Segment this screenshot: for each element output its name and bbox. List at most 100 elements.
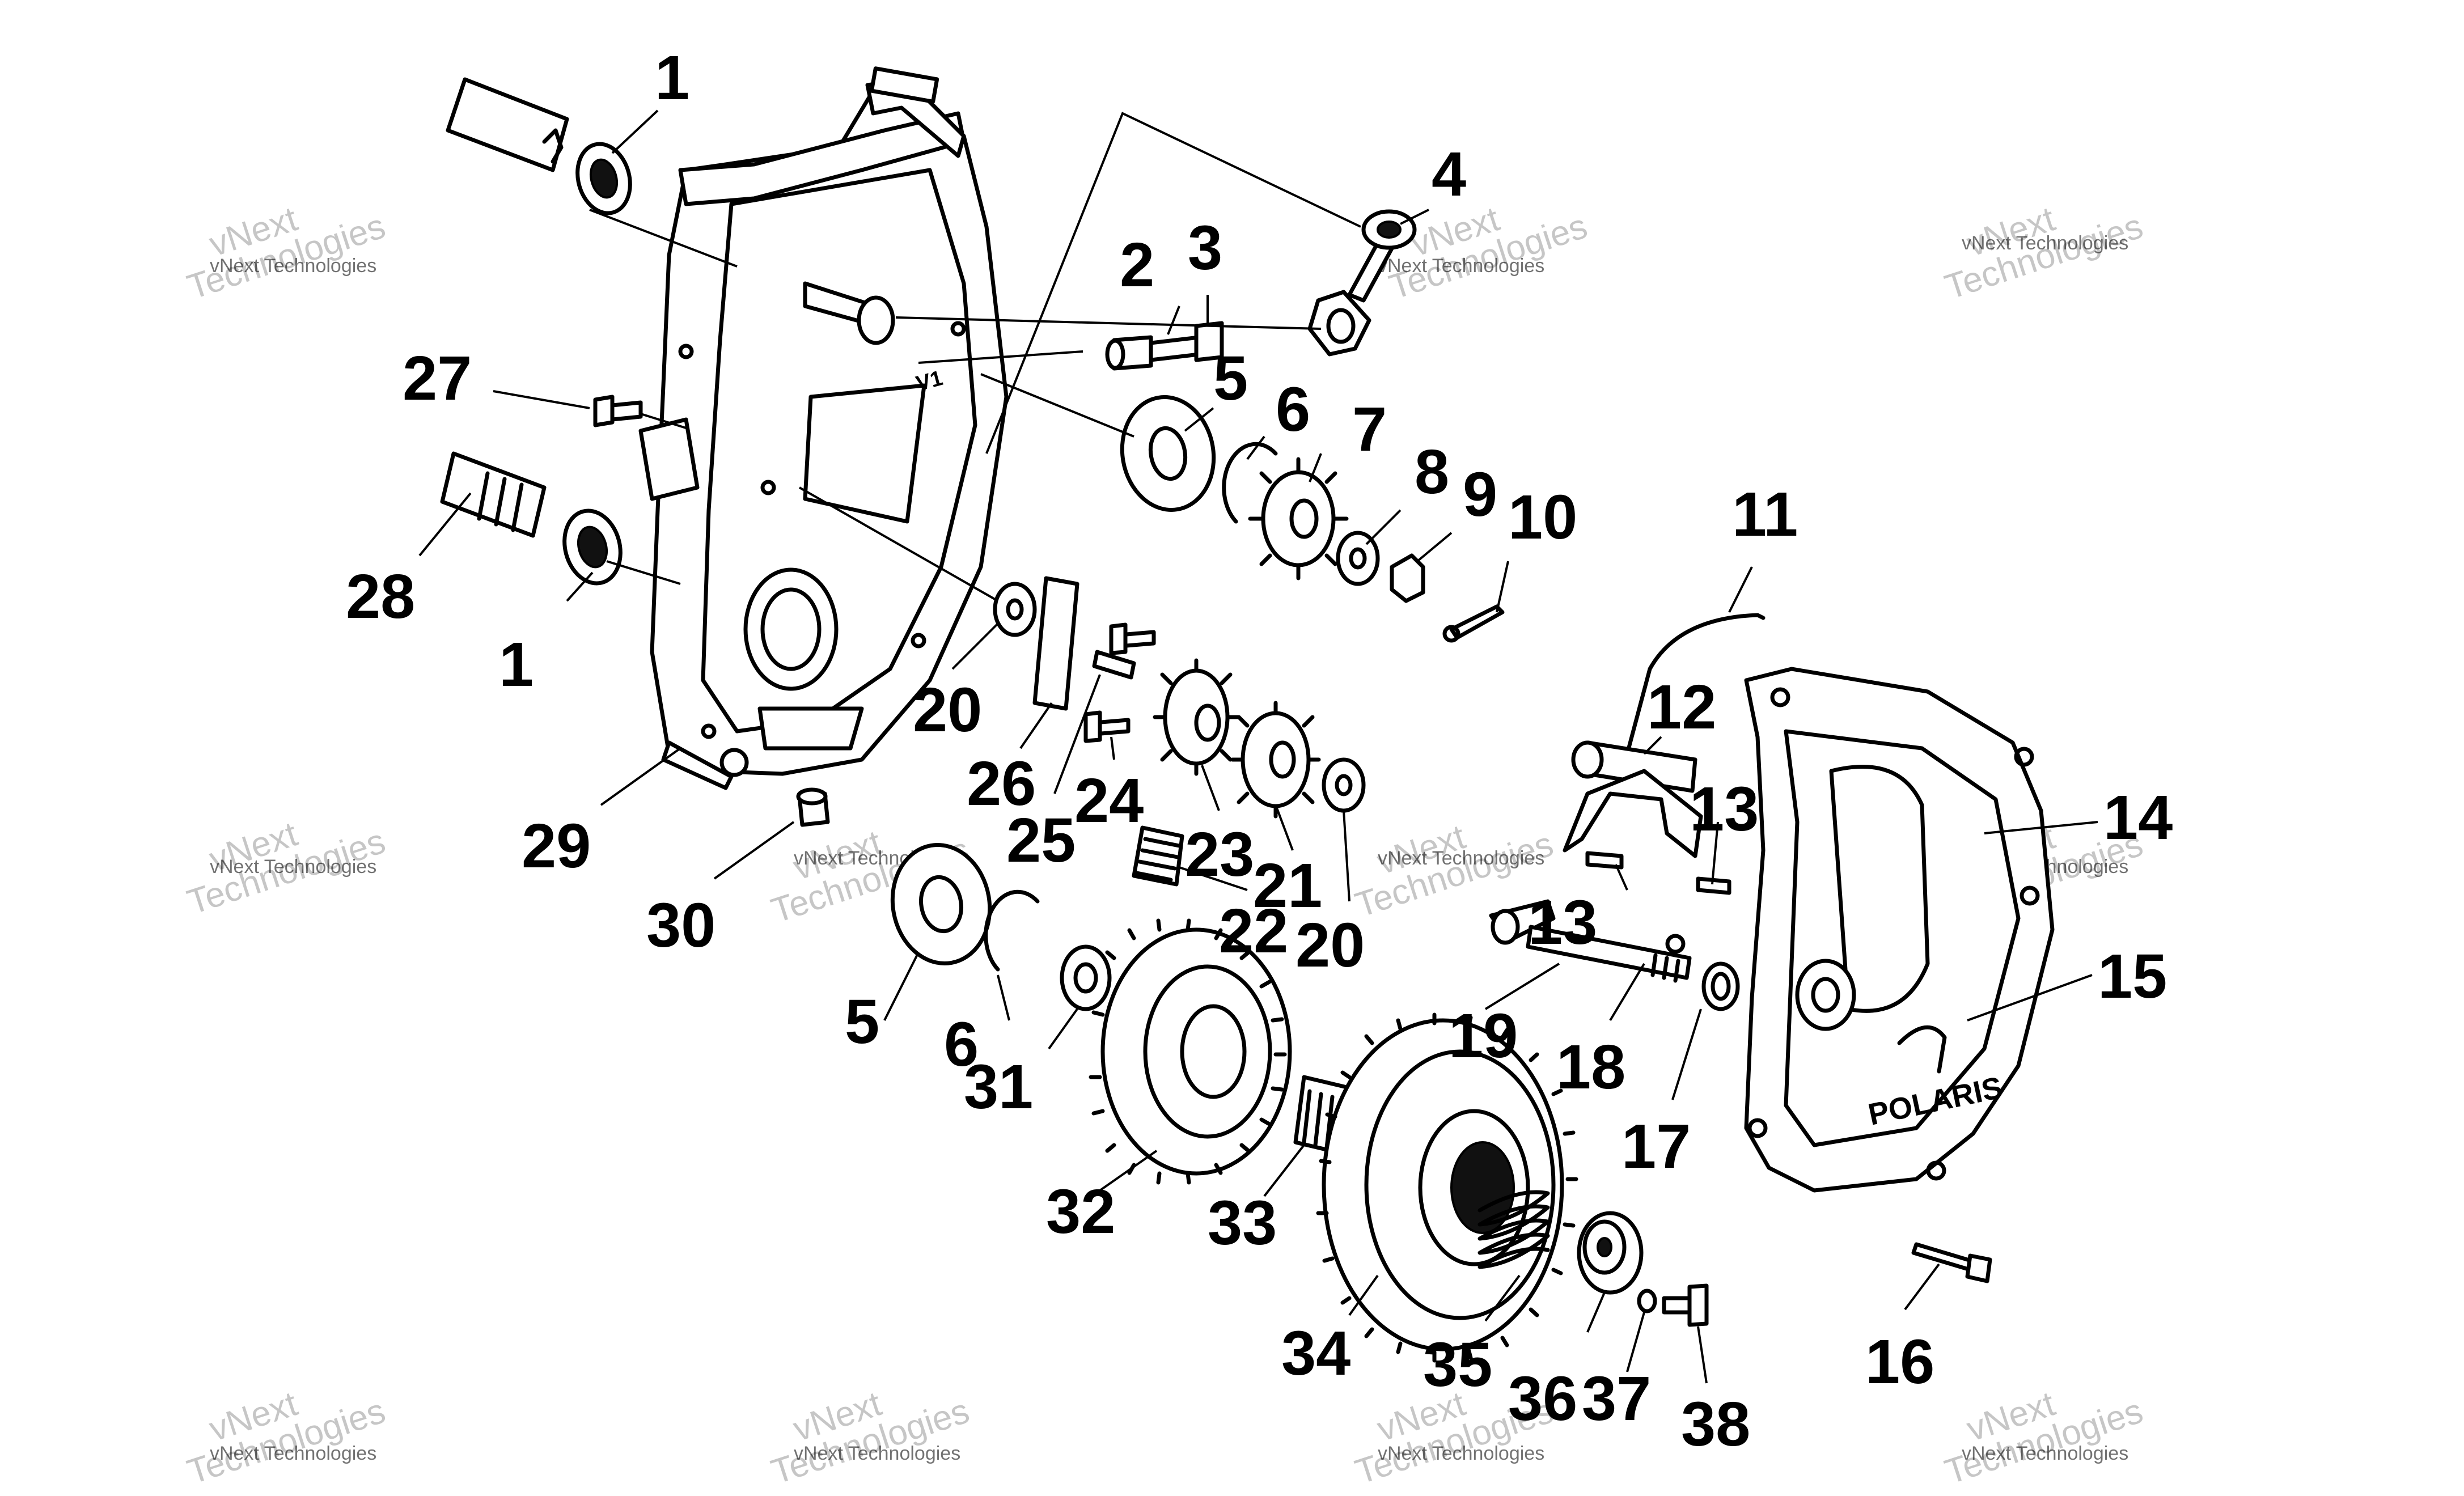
drive-sprocket — [1248, 457, 1349, 580]
callout-4: 4 — [1432, 139, 1466, 209]
callout-18: 18 — [1556, 1032, 1625, 1102]
watermark: vNext Technologies — [183, 1384, 390, 1492]
bearing-lower — [890, 843, 992, 965]
driven-sprocket — [1089, 918, 1292, 1185]
assembly-guide-lines — [589, 112, 1361, 602]
watermark-caption: vNext Technologies — [210, 856, 376, 878]
drive-chain — [1132, 825, 1184, 887]
callout-38: 38 — [1681, 1389, 1750, 1459]
idler-gear — [1230, 701, 1321, 819]
callout-12: 12 — [1647, 672, 1716, 742]
callout-3: 3 — [1188, 213, 1222, 283]
callout-9: 9 — [1463, 460, 1497, 529]
gasket-wire — [1625, 613, 1766, 756]
small-bolt — [1109, 622, 1156, 655]
callout-34: 34 — [1281, 1319, 1350, 1388]
callout-7: 7 — [1352, 395, 1387, 464]
gear-bolt — [1662, 1283, 1709, 1327]
housing-bolt — [593, 395, 643, 427]
watermark-caption: vNext Technologies — [794, 1443, 960, 1464]
o-ring — [1701, 961, 1740, 1011]
callout-1: 1 — [655, 43, 689, 113]
oil-seal-lower — [562, 508, 623, 586]
shift-fork — [1563, 740, 1703, 858]
callout-2: 2 — [1120, 230, 1154, 300]
callout-24: 24 — [1074, 766, 1144, 836]
callout-35: 35 — [1423, 1330, 1492, 1400]
callout-30: 30 — [646, 891, 716, 960]
watermark: vNext Technologies — [183, 200, 390, 307]
bushing — [1092, 650, 1136, 680]
callout-15: 15 — [2098, 942, 2167, 1011]
callout-13: 13 — [1690, 774, 1759, 844]
dowel-pin — [1696, 876, 1731, 895]
callout-6: 6 — [944, 1010, 979, 1079]
callout-26: 26 — [967, 749, 1036, 819]
callout-16: 16 — [1865, 1327, 1934, 1397]
spacer-washer — [1060, 944, 1112, 1011]
output-gear — [1316, 1012, 1578, 1363]
cotter-pin — [1442, 604, 1505, 643]
bearing-upper — [1120, 395, 1216, 512]
callout-17: 17 — [1622, 1112, 1691, 1181]
bolt — [1149, 321, 1224, 362]
callout-21: 21 — [1253, 851, 1322, 921]
callout-25: 25 — [1006, 806, 1076, 875]
callout-19: 19 — [1449, 1001, 1518, 1071]
callout-33: 33 — [1208, 1188, 1277, 1258]
lock-washer — [1637, 1289, 1657, 1313]
reverse-gear — [1153, 658, 1240, 776]
shaft-key — [1032, 576, 1079, 711]
watermark: vNext Technologies — [1940, 1384, 2148, 1492]
callout-5: 5 — [845, 987, 879, 1057]
snap-ring-upper — [1222, 442, 1278, 524]
watermark-caption: vNext Technologies — [210, 1443, 376, 1464]
oil-seal-upper — [575, 142, 632, 215]
dowel-pin — [1585, 851, 1624, 870]
splined-shaft — [440, 451, 547, 538]
callout-11: 11 — [1732, 480, 1798, 549]
thrust-washer-lower — [1322, 757, 1366, 813]
thrust-washer-upper — [993, 582, 1037, 637]
callout-8: 8 — [1415, 437, 1449, 507]
watermark-caption: vNext Technologies — [1378, 847, 1544, 869]
small-bolt — [1083, 710, 1131, 743]
watermark-caption: vNext Technologies — [210, 255, 376, 277]
watermark: vNext Technologies — [767, 1384, 974, 1492]
callout-20: 20 — [913, 675, 982, 745]
callout-1: 1 — [499, 630, 534, 700]
callout-5: 5 — [1213, 344, 1248, 413]
washer — [1336, 531, 1380, 586]
callout-20: 20 — [1295, 910, 1365, 980]
callout-14: 14 — [2103, 783, 2173, 853]
leader-lines — [418, 109, 2098, 1384]
roll-pin — [1665, 934, 1686, 954]
gearcase-cover: POLARIS — [1744, 667, 2055, 1193]
internal-shaft — [803, 281, 895, 345]
callout-23: 23 — [1185, 820, 1254, 889]
castle-nut — [1390, 553, 1425, 603]
watermark-caption: vNext Technologies — [1378, 255, 1544, 277]
callout-28: 28 — [346, 562, 415, 632]
callout-32: 32 — [1046, 1177, 1115, 1247]
watermark-caption: vNext Technologies — [1962, 1443, 2128, 1464]
callout-27: 27 — [403, 344, 472, 413]
compression-spring — [1477, 1190, 1550, 1269]
callout-36: 36 — [1508, 1364, 1577, 1434]
watermark-caption: vNext Technologies — [1378, 1443, 1544, 1464]
snap-ring-lower — [984, 889, 1040, 972]
callouts: 1 1 2 3 4 5 5 6 6 7 8 9 10 11 12 13 13 1… — [346, 43, 2173, 1459]
shift-lever — [1307, 209, 1417, 357]
spring-cup — [1577, 1211, 1644, 1295]
watermark-caption: vNext Technologies — [1962, 232, 2128, 254]
callout-22: 22 — [1219, 896, 1288, 966]
shift-shaft — [1489, 899, 1692, 983]
callout-13: 13 — [1528, 888, 1597, 957]
callout-31: 31 — [964, 1052, 1033, 1122]
shaft-splines — [477, 471, 524, 532]
callout-37: 37 — [1582, 1364, 1651, 1434]
spacer — [1105, 335, 1153, 371]
input-shaft — [446, 77, 569, 172]
callout-10: 10 — [1508, 482, 1577, 552]
